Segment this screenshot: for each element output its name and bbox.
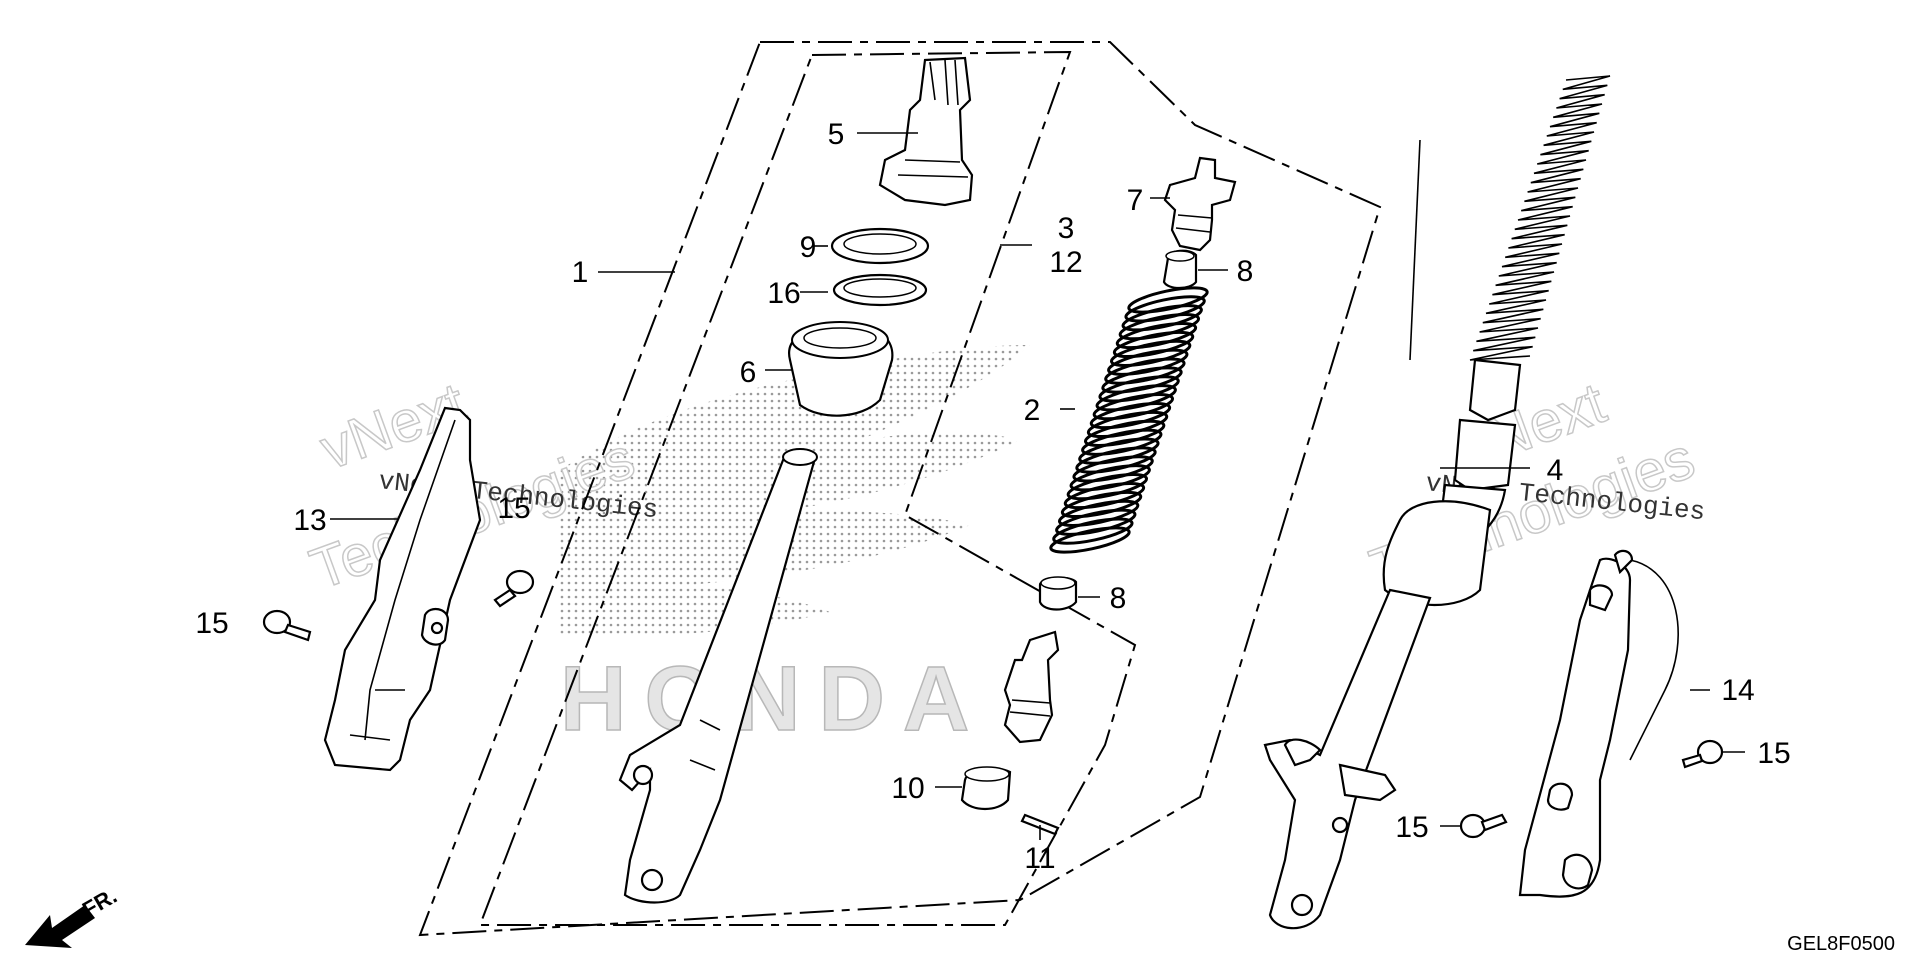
spring-coil xyxy=(1124,295,1206,323)
callout-15-right-lower: 15 xyxy=(1395,811,1428,844)
spring-coil xyxy=(1057,499,1140,527)
spring-coil xyxy=(1075,446,1157,474)
outline-fork-assembly xyxy=(418,41,1382,937)
callout-8-upper: 8 xyxy=(1237,255,1254,288)
spring-coil xyxy=(1101,366,1183,394)
spring-coil xyxy=(1081,428,1163,456)
part-16-circlip xyxy=(832,273,928,307)
spring-coil xyxy=(1104,357,1186,385)
front-arrow-icon xyxy=(25,905,95,948)
part-5-fork-cap xyxy=(878,56,974,207)
callout-12: 12 xyxy=(1049,246,1082,279)
part-15-bolt-a xyxy=(493,569,535,608)
spring-coil xyxy=(1060,490,1143,519)
part-15-bolt-d xyxy=(1681,739,1724,769)
spring-coil xyxy=(1118,313,1201,341)
part-8-spring-seat-upper xyxy=(1162,249,1198,290)
callout-1: 1 xyxy=(572,256,589,289)
callout-15-far-left: 15 xyxy=(195,607,228,640)
spring-coil xyxy=(1055,508,1137,536)
part-14-fork-cover-right xyxy=(1518,549,1679,898)
callout-14: 14 xyxy=(1721,674,1754,707)
spring-coil xyxy=(1112,330,1195,359)
honda-watermark: HONDA xyxy=(560,648,987,750)
callout-3: 3 xyxy=(1058,212,1075,245)
spring-coil xyxy=(1095,384,1177,412)
spring-coil xyxy=(1066,473,1149,501)
part-13-fork-cover-left xyxy=(323,406,482,772)
callout-9: 9 xyxy=(800,231,817,264)
spring-coil xyxy=(1109,339,1192,367)
callout-10: 10 xyxy=(891,772,924,805)
callout-16: 16 xyxy=(767,277,800,310)
spring-coil xyxy=(1107,348,1189,376)
spring-coil xyxy=(1072,455,1154,483)
callout-11: 11 xyxy=(1024,842,1055,875)
spring-coil xyxy=(1049,526,1131,554)
part-1-fork-slider xyxy=(618,448,818,904)
part-8-spring-seat-lower xyxy=(1038,576,1078,611)
spring-coil xyxy=(1086,410,1169,439)
spring-coil xyxy=(1069,464,1151,492)
spring-coil xyxy=(1098,375,1180,403)
spring-coil xyxy=(1078,437,1160,465)
callout-4: 4 xyxy=(1547,454,1564,487)
part-6-dust-seal xyxy=(787,321,894,417)
spring-coil xyxy=(1063,481,1146,510)
spring-coil xyxy=(1127,286,1209,314)
callout-13: 13 xyxy=(293,504,326,537)
part-11-pin xyxy=(1020,813,1060,836)
front-direction-indicator: FR. xyxy=(25,883,121,948)
part-2-fork-spring xyxy=(1049,286,1209,554)
callout-2: 2 xyxy=(1024,394,1041,427)
part-10-collar xyxy=(960,766,1012,811)
callout-8-lower: 8 xyxy=(1110,582,1127,615)
callout-15-right-upper: 15 xyxy=(1757,737,1790,770)
part-15-bolt-b xyxy=(262,609,312,642)
callout-5: 5 xyxy=(828,118,845,151)
callout-6: 6 xyxy=(740,356,757,389)
spring-coil xyxy=(1083,419,1166,447)
leader-lines xyxy=(330,132,1745,840)
part-damper-rod xyxy=(1003,630,1060,744)
callout-15-center-left: 15 xyxy=(497,492,530,525)
part-7-top-bolt xyxy=(1163,156,1237,252)
assembly-outlines xyxy=(418,41,1382,937)
part-9-ring xyxy=(830,227,930,265)
outline-inner-group xyxy=(478,50,1137,926)
spring-coil xyxy=(1115,321,1198,350)
spring-coil xyxy=(1121,304,1203,332)
honda-wing-logo: HONDA xyxy=(559,345,1030,751)
diagram-code: GEL8F0500 xyxy=(1787,933,1895,955)
callout-labels: 1 2 3 4 5 6 7 8 8 9 10 11 12 13 14 15 15… xyxy=(195,118,1790,875)
spring-coil xyxy=(1052,517,1134,545)
spring-coil xyxy=(1092,393,1175,421)
part-4-fork-assembly-right xyxy=(1263,75,1611,930)
spring-coil xyxy=(1089,401,1172,430)
callout-7: 7 xyxy=(1127,184,1144,217)
part-15-bolt-c xyxy=(1459,813,1508,839)
